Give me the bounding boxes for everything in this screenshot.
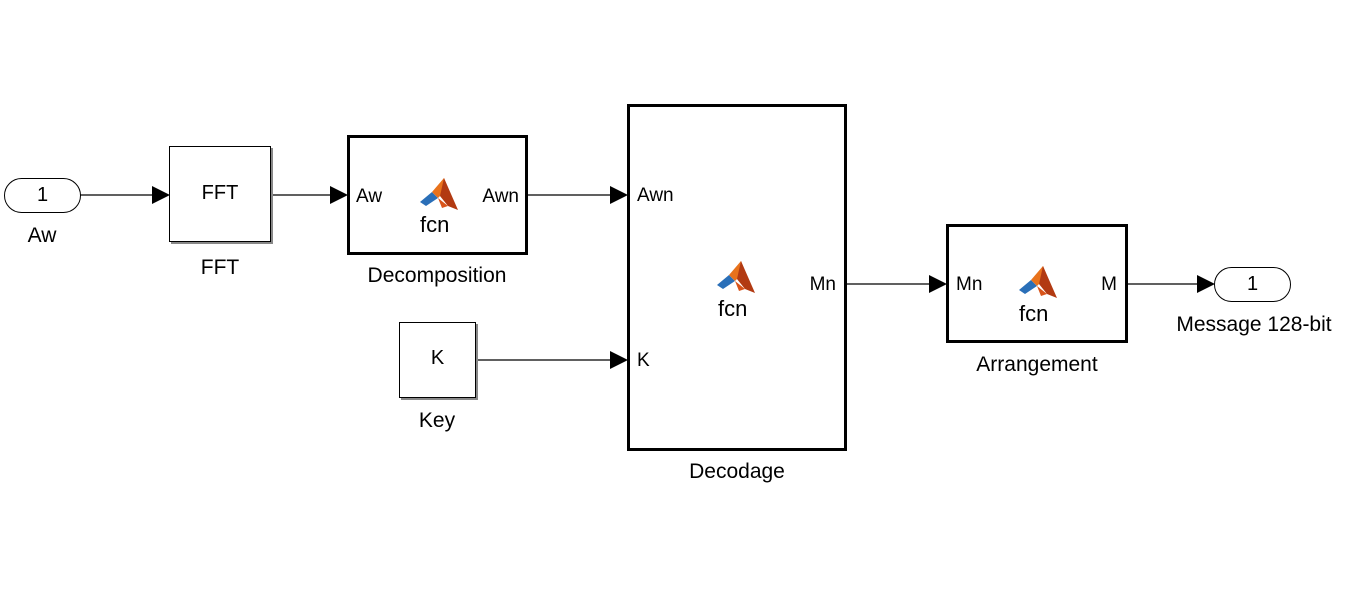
matlab-logo-icon xyxy=(717,261,755,293)
arrowhead-decomposition-input xyxy=(330,186,348,204)
arrangement-input-port-label: Mn xyxy=(956,274,983,295)
matlab-logo-icon xyxy=(1019,266,1057,298)
arrangement-block-label: Arrangement xyxy=(976,353,1098,376)
decodage-block-label: Decodage xyxy=(689,460,785,483)
inport-label: Aw xyxy=(27,224,57,247)
key-block[interactable]: K xyxy=(399,322,476,398)
arrangement-output-port-label: M xyxy=(1101,274,1117,295)
decodage-block[interactable]: Awn K Mn fcn xyxy=(627,104,847,451)
key-block-text: K xyxy=(430,347,445,369)
decodage-output-port-label: Mn xyxy=(809,274,836,295)
inport-aw[interactable]: 1 xyxy=(4,178,81,213)
decomposition-output-port-label: Awn xyxy=(482,186,519,207)
fft-block-text: FFT xyxy=(201,182,239,204)
arrowhead-decodage-input-k xyxy=(610,351,628,369)
outport-message[interactable]: 1 xyxy=(1214,267,1291,302)
decomposition-block-label: Decomposition xyxy=(367,264,507,287)
decomposition-fcn-text: fcn xyxy=(420,212,450,237)
fft-block-label: FFT xyxy=(200,256,240,279)
key-block-label: Key xyxy=(418,409,456,432)
arrangement-fcn-text: fcn xyxy=(1019,301,1049,326)
arrowhead-fft-input xyxy=(152,186,170,204)
outport-number: 1 xyxy=(1246,273,1259,295)
arrowhead-outport-input xyxy=(1197,275,1215,293)
inport-number: 1 xyxy=(36,184,49,206)
decodage-input-port-awn-label: Awn xyxy=(637,185,674,206)
arrowhead-decodage-input-awn xyxy=(610,186,628,204)
arrowhead-arrangement-input xyxy=(929,275,947,293)
matlab-logo-icon xyxy=(420,178,458,210)
arrangement-block[interactable]: Mn M fcn xyxy=(946,224,1128,343)
decomposition-block[interactable]: Aw Awn fcn xyxy=(347,135,528,255)
decodage-input-port-k-label: K xyxy=(637,350,650,371)
decodage-fcn-text: fcn xyxy=(718,296,748,321)
outport-label: Message 128-bit xyxy=(1176,313,1332,336)
fft-block[interactable]: FFT xyxy=(169,146,271,242)
decomposition-input-port-label: Aw xyxy=(356,186,383,207)
